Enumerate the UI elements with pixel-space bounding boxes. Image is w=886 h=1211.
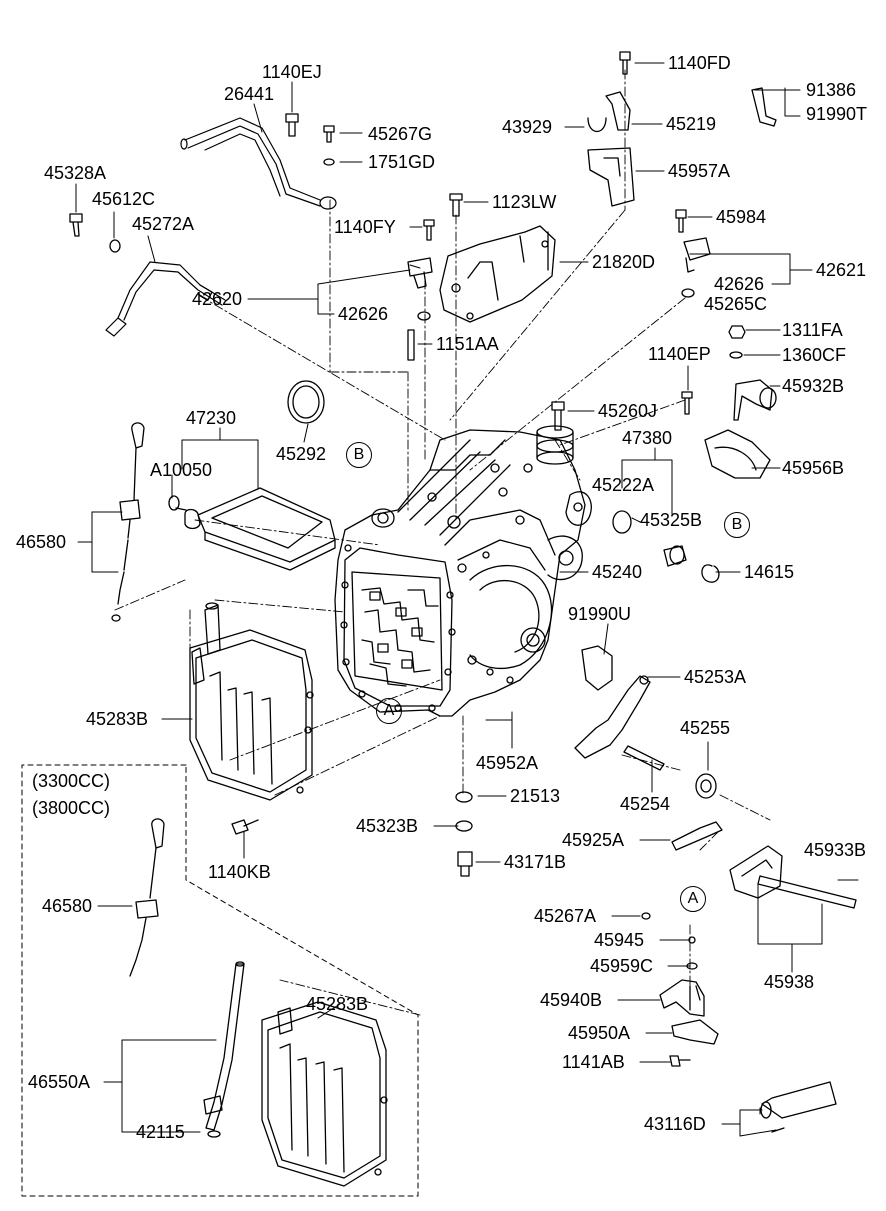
part-label-46550a[interactable]: 46550A — [28, 1072, 91, 1092]
part-label-45254[interactable]: 45254 — [620, 794, 671, 814]
part-label-91990u[interactable]: 91990U — [568, 604, 632, 624]
part-label-45267g[interactable]: 45267G — [368, 124, 433, 144]
part-label-45323b[interactable]: 45323B — [356, 816, 419, 836]
part-label-42626-left[interactable]: 42626 — [338, 304, 389, 324]
part-label-42626-right[interactable]: 42626 — [714, 274, 765, 294]
part-label-1311fa[interactable]: 1311FA — [782, 320, 843, 340]
part-label-45240[interactable]: 45240 — [592, 562, 643, 582]
part-label-43171b[interactable]: 43171B — [504, 852, 567, 872]
part-label-a10050[interactable]: A10050 — [150, 460, 213, 480]
part-label-91990t[interactable]: 91990T — [806, 104, 868, 124]
callout-a-right: A — [680, 886, 706, 912]
part-label-45325b[interactable]: 45325B — [640, 510, 703, 530]
part-label-45956b[interactable]: 45956B — [782, 458, 845, 478]
callout-b-left: B — [346, 442, 372, 468]
part-label-1140kb[interactable]: 1140KB — [208, 862, 271, 882]
part-label-42620[interactable]: 42620 — [192, 289, 243, 309]
part-label-1123lw[interactable]: 1123LW — [492, 192, 557, 212]
part-label-45952a[interactable]: 45952A — [476, 753, 539, 773]
part-label-1151aa[interactable]: 1151AA — [436, 334, 499, 354]
part-label-42621[interactable]: 42621 — [816, 260, 867, 280]
part-label-45260j[interactable]: 45260J — [598, 401, 658, 421]
part-label-45933b[interactable]: 45933B — [804, 840, 867, 860]
part-label-46580-upper[interactable]: 46580 — [16, 532, 67, 552]
part-label-43929[interactable]: 43929 — [502, 117, 553, 137]
part-label-1751gd[interactable]: 1751GD — [368, 152, 436, 172]
vent-tube-45272a — [105, 261, 226, 337]
part-label-45265c[interactable]: 45265C — [704, 294, 768, 314]
part-label-45984[interactable]: 45984 — [716, 207, 767, 227]
part-label-42115[interactable]: 42115 — [136, 1122, 185, 1142]
part-label-45219[interactable]: 45219 — [666, 114, 717, 134]
part-label-26441[interactable]: 26441 — [224, 84, 275, 104]
variant-box-outline — [21, 764, 419, 1197]
part-label-45292[interactable]: 45292 — [276, 444, 327, 464]
variant-parts — [129, 818, 388, 1187]
part-label-45925a[interactable]: 45925A — [562, 830, 625, 850]
part-label-43116d[interactable]: 43116D — [644, 1114, 706, 1134]
transaxle-case — [334, 425, 592, 717]
part-label-45283b-upper[interactable]: 45283B — [86, 709, 149, 729]
part-label-46580-lower[interactable]: 46580 — [42, 896, 93, 916]
part-label-45253a[interactable]: 45253A — [684, 667, 747, 687]
part-label-47380[interactable]: 47380 — [622, 428, 673, 448]
variant-box-dashed-link — [279, 979, 421, 1016]
leader-lines — [75, 62, 859, 1137]
callout-a-left: A — [376, 698, 402, 724]
dipstick-46580-upper — [111, 422, 145, 622]
part-label-45283b-lower[interactable]: 45283B — [306, 994, 369, 1014]
part-label-45938[interactable]: 45938 — [764, 972, 815, 992]
part-label-45255[interactable]: 45255 — [680, 718, 731, 738]
part-label-45940b[interactable]: 45940B — [540, 990, 603, 1010]
small-hardware — [69, 51, 857, 1133]
o-ring-a10050 — [168, 495, 180, 511]
part-label-1140ej[interactable]: 1140EJ — [262, 62, 322, 82]
part-label-45959c[interactable]: 45959C — [590, 956, 654, 976]
part-label-45950a[interactable]: 45950A — [568, 1023, 631, 1043]
variant-label-3800cc: (3800CC) — [32, 798, 111, 818]
part-label-1140fd[interactable]: 1140FD — [668, 53, 731, 73]
part-label-45328a[interactable]: 45328A — [44, 163, 107, 183]
part-label-45957a[interactable]: 45957A — [668, 161, 731, 181]
part-label-1140ep[interactable]: 1140EP — [648, 344, 711, 364]
callout-b-right: B — [724, 512, 750, 538]
part-label-45612c[interactable]: 45612C — [92, 189, 156, 209]
part-label-45222a[interactable]: 45222A — [592, 475, 655, 495]
part-label-45932b[interactable]: 45932B — [782, 376, 845, 396]
part-label-45945[interactable]: 45945 — [594, 930, 645, 950]
oil-pan-45283b-upper — [189, 602, 314, 801]
speed-sensor-harness-26441 — [180, 117, 337, 210]
part-label-91386[interactable]: 91386 — [806, 80, 857, 100]
oil-filter-47230 — [175, 487, 336, 571]
part-label-21513[interactable]: 21513 — [510, 786, 561, 806]
part-label-1141ab[interactable]: 1141AB — [562, 1052, 625, 1072]
part-label-45267a[interactable]: 45267A — [534, 906, 597, 926]
part-label-14615[interactable]: 14615 — [744, 562, 795, 582]
seal-45292 — [287, 380, 325, 424]
part-label-47230[interactable]: 47230 — [186, 408, 237, 428]
variant-label-3300cc: (3300CC) — [32, 771, 111, 791]
part-label-1360cf[interactable]: 1360CF — [782, 345, 847, 365]
part-label-1140fy[interactable]: 1140FY — [334, 217, 396, 237]
part-label-45272a[interactable]: 45272A — [132, 214, 195, 234]
part-label-21820d[interactable]: 21820D — [592, 252, 656, 272]
